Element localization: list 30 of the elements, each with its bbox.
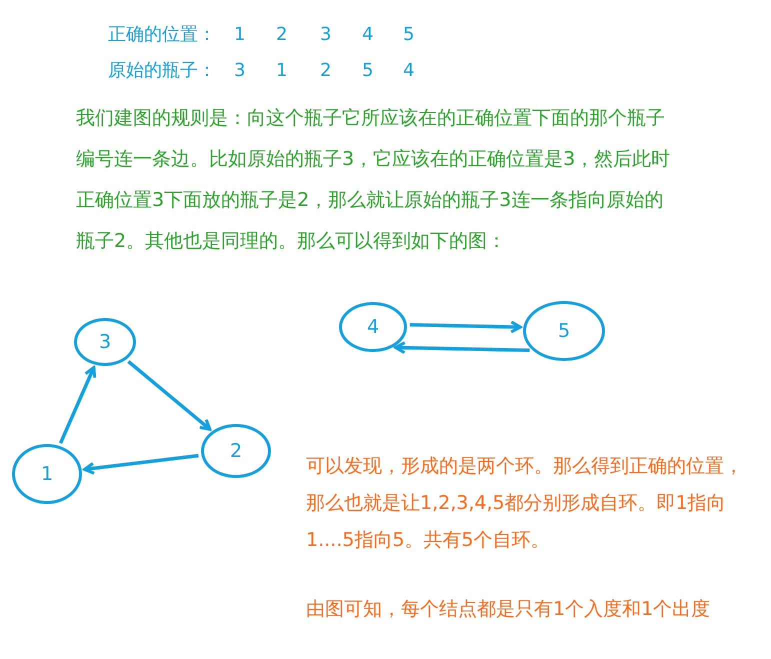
- label: 正确的位置：: [108, 23, 216, 47]
- label: 由图可知，每个结点都是只有1个入度和1个出度: [306, 597, 710, 622]
- node-number: 3: [98, 331, 112, 353]
- arrow: [127, 360, 212, 431]
- node-number: 5: [558, 320, 570, 342]
- label: 1: [276, 59, 288, 83]
- node-number: 2: [230, 440, 242, 462]
- arrow: [83, 454, 199, 475]
- node-number: 4: [366, 316, 380, 338]
- label: 4: [403, 59, 414, 83]
- label: 5: [362, 59, 374, 83]
- label: 1: [234, 23, 246, 47]
- node-number: 1: [40, 463, 54, 485]
- arrow: [58, 366, 96, 444]
- label: 3: [234, 59, 246, 83]
- label: 5: [403, 23, 414, 47]
- label: 2: [320, 59, 332, 83]
- paragraph: 可以发现，形成的是两个环。那么得到正确的位置，那么也就是让1,2,3,4,5都分别形成自环。即1指向1....5指向5。共有5个自环。: [306, 454, 744, 553]
- node-circle: [201, 424, 271, 478]
- node-circle: [12, 444, 82, 504]
- node-circle: [339, 302, 407, 352]
- label: 原始的瓶子：: [108, 59, 216, 83]
- arrow: [394, 341, 530, 354]
- label: 4: [362, 23, 374, 47]
- label: 2: [276, 23, 288, 47]
- node-circle: [74, 318, 136, 366]
- paragraph: 我们建图的规则是：向这个瓶子它所应该在的正确位置下面的那个瓶子编号连一条边。比如原始的瓶子3，它应该在的正确位置是3，然后此时正确位置3下面放的瓶子是2，那么就让原始的瓶子3连一条指向原始的瓶子2。其他也是同理的。那么可以得到如下的图：: [76, 106, 672, 254]
- arrow: [410, 320, 522, 334]
- label: 3: [320, 23, 332, 47]
- node-circle: [523, 301, 605, 361]
